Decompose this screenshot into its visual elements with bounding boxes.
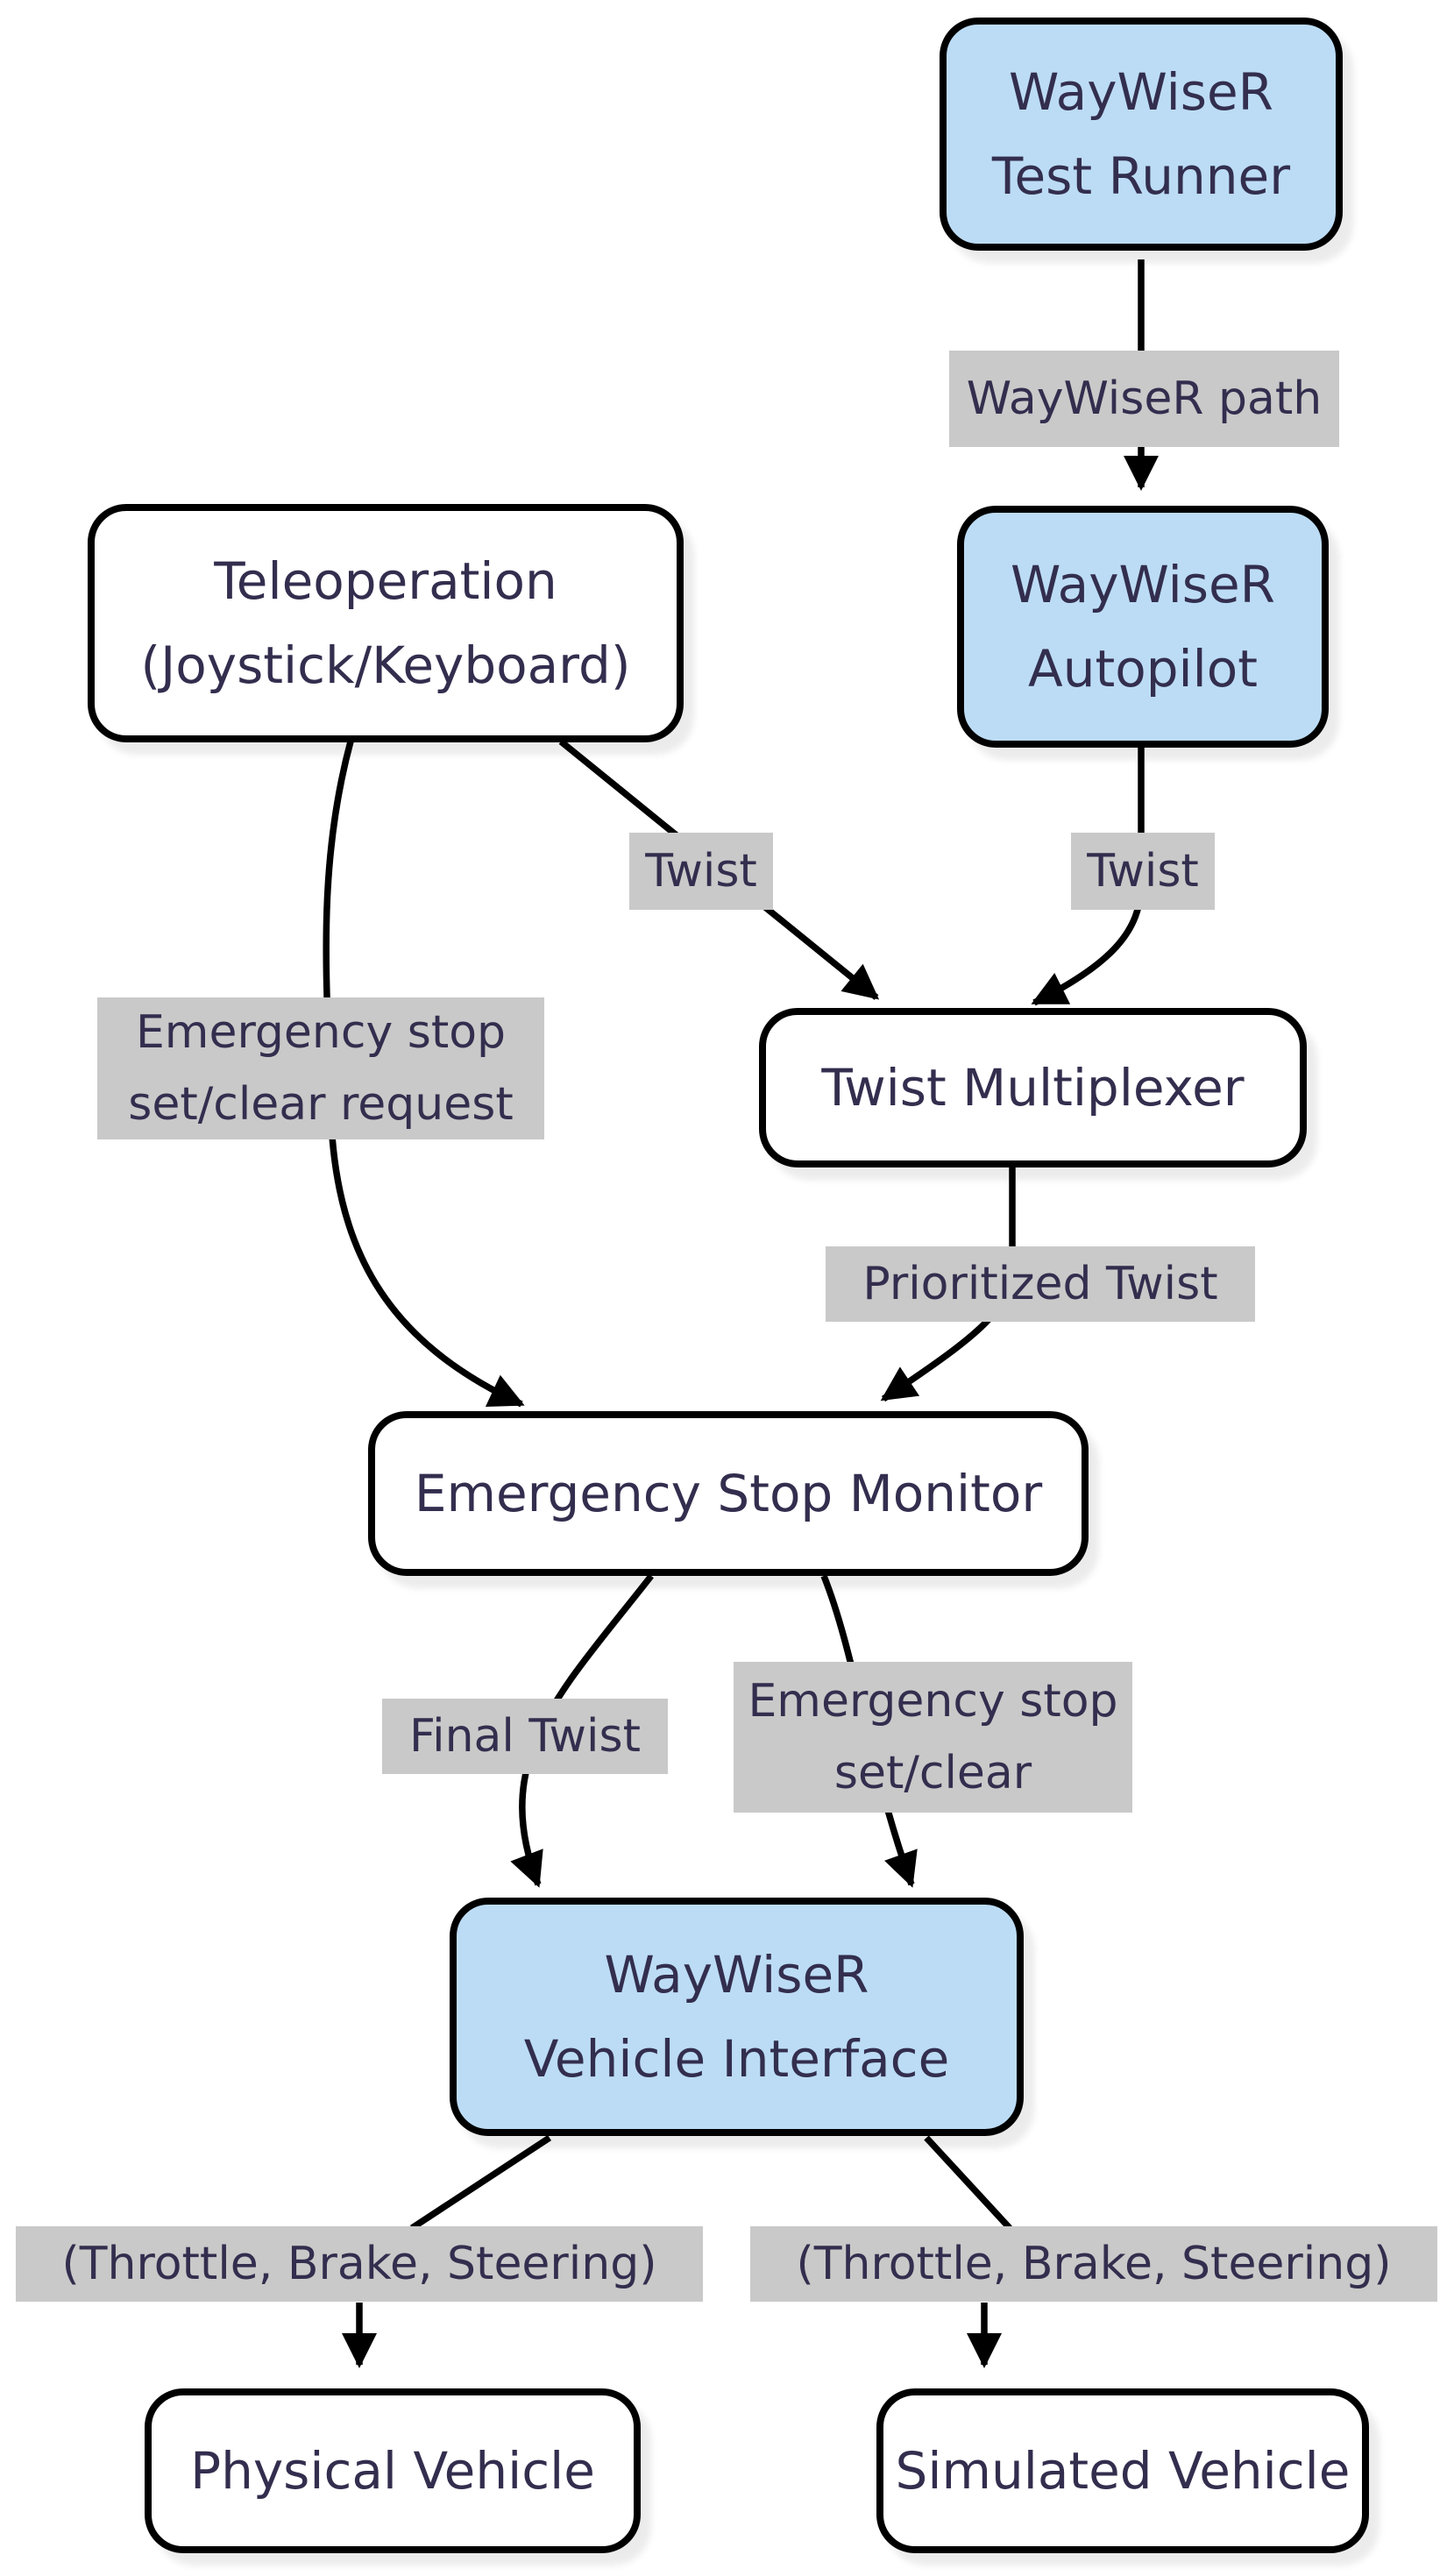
- node-physical-vehicle: Physical Vehicle: [145, 2388, 641, 2553]
- node-physical-vehicle-label: Physical Vehicle: [190, 2440, 595, 2501]
- node-emergency-stop-monitor: Emergency Stop Monitor: [368, 1411, 1089, 1576]
- edge-label-emergency-stop-request-line2: set/clear request: [128, 1078, 514, 1131]
- edge-interface-to-physical-upper: [409, 2134, 552, 2232]
- edge-label-waywiser-path: WayWiseR path: [949, 351, 1339, 447]
- edge-interface-to-simulated-upper: [924, 2135, 1012, 2231]
- node-emergency-stop-monitor-label: Emergency Stop Monitor: [414, 1463, 1043, 1523]
- node-vehicle-interface-line1: WayWiseR: [604, 1944, 869, 2005]
- node-vehicle-interface: WayWiseR Vehicle Interface: [450, 1898, 1024, 2136]
- node-vehicle-interface-line2: Vehicle Interface: [523, 2029, 950, 2089]
- edge-label-twist-left-text: Twist: [645, 844, 757, 898]
- edge-label-emergency-stop-request-line1: Emergency stop: [135, 1005, 507, 1059]
- node-twist-multiplexer: Twist Multiplexer: [759, 1008, 1307, 1167]
- node-test-runner-line2: Test Runner: [991, 146, 1291, 206]
- node-twist-multiplexer-label: Twist Multiplexer: [821, 1057, 1245, 1118]
- edge-label-emergency-stop-setclear: Emergency stop set/clear: [734, 1662, 1132, 1813]
- node-autopilot: WayWiseR Autopilot: [957, 506, 1329, 748]
- edge-label-throttle-brake-steering-left: (Throttle, Brake, Steering): [16, 2226, 703, 2302]
- edge-label-throttle-left-text: (Throttle, Brake, Steering): [61, 2237, 657, 2290]
- edge-label-waywiser-path-text: WayWiseR path: [966, 372, 1323, 425]
- edge-label-final-twist: Final Twist: [382, 1699, 668, 1774]
- edge-label-prioritized-twist: Prioritized Twist: [826, 1246, 1255, 1322]
- node-simulated-vehicle-label: Simulated Vehicle: [895, 2440, 1351, 2501]
- node-teleoperation-line2: (Joystick/Keyboard): [140, 635, 631, 695]
- edge-label-twist-right-text: Twist: [1087, 844, 1199, 898]
- edge-label-emergency-stop-request: Emergency stop set/clear request: [97, 997, 544, 1139]
- node-autopilot-line1: WayWiseR: [1011, 554, 1275, 614]
- edge-label-throttle-right-text: (Throttle, Brake, Steering): [796, 2237, 1392, 2290]
- node-test-runner: WayWiseR Test Runner: [940, 18, 1343, 251]
- edge-label-twist-from-autopilot: Twist: [1071, 833, 1215, 910]
- node-teleoperation: Teleoperation (Joystick/Keyboard): [88, 504, 684, 742]
- node-simulated-vehicle: Simulated Vehicle: [876, 2388, 1369, 2553]
- edge-label-final-twist-text: Final Twist: [409, 1709, 641, 1763]
- node-autopilot-line2: Autopilot: [1028, 639, 1258, 699]
- edge-label-throttle-brake-steering-right: (Throttle, Brake, Steering): [750, 2226, 1437, 2302]
- edge-label-prioritized-twist-text: Prioritized Twist: [862, 1257, 1218, 1310]
- node-test-runner-line1: WayWiseR: [1009, 61, 1273, 122]
- edge-label-twist-from-teleoperation: Twist: [629, 833, 773, 910]
- edge-label-emergency-stop-setclear-line2: set/clear: [833, 1747, 1032, 1799]
- node-teleoperation-line1: Teleoperation: [214, 550, 557, 611]
- edge-label-emergency-stop-setclear-line1: Emergency stop: [748, 1674, 1118, 1728]
